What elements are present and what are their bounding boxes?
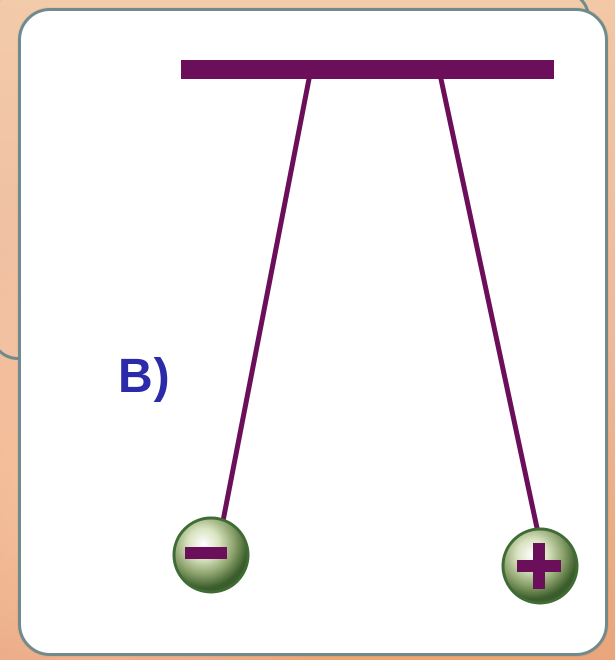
right-thread [438,76,540,531]
right-charge-ball [501,527,579,605]
minus-sign-icon [185,547,227,559]
support-bar [181,60,554,79]
plus-sign-icon [517,543,561,589]
diagram-card: B) [18,8,608,656]
left-charge-ball [172,516,250,594]
left-thread [220,76,312,524]
pendulum-diagram [172,60,579,605]
diagram-label: B) [118,350,171,403]
